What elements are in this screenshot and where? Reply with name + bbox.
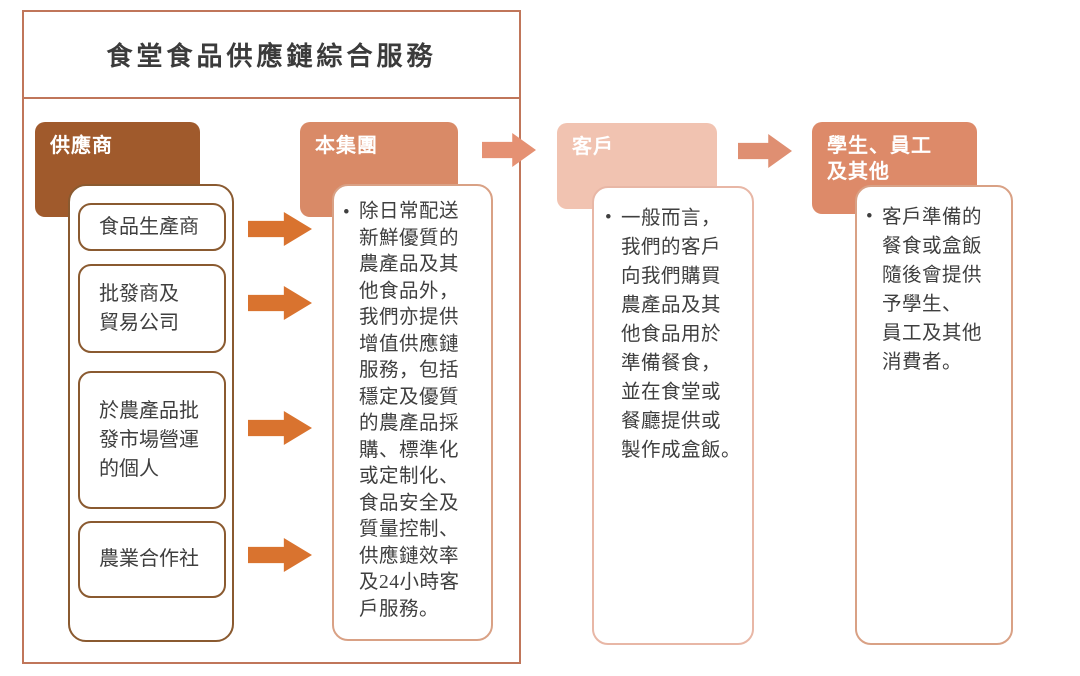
customers-content-box: • 一般而言， 我們的客戶 向我們購買 農產品及其 他食品用於 準備餐食， 並在… <box>592 186 754 645</box>
suppliers-group-box: 食品生產商 批發商及 貿易公司 於農產品批 發市場營運 的個人 農業合作社 <box>68 184 234 642</box>
supplier-item-market-individuals: 於農產品批 發市場營運 的個人 <box>78 371 226 509</box>
title-bar: 食堂食品供應鏈綜合服務 <box>24 12 519 99</box>
supplier-item-wholesalers: 批發商及 貿易公司 <box>78 264 226 353</box>
supplier-item-cooperatives: 農業合作社 <box>78 521 226 598</box>
bullet-icon: • <box>605 207 612 228</box>
flow-arrow-icon <box>738 134 792 168</box>
students-content-box: • 客戶準備的 餐食或盒飯 隨後會提供 予學生、 員工及其他 消費者。 <box>855 185 1013 645</box>
bullet-icon: • <box>866 206 873 227</box>
page-title: 食堂食品供應鏈綜合服務 <box>106 41 437 71</box>
customers-description: 一般而言， 我們的客戶 向我們購買 農產品及其 他食品用於 準備餐食， 並在食堂… <box>621 208 742 461</box>
bullet-icon: • <box>343 202 350 223</box>
supplier-item-food-producers: 食品生產商 <box>78 203 226 251</box>
group-description: 除日常配送 新鮮優質的 農產品及其 他食品外， 我們亦提供 增值供應鏈 服務，包… <box>359 201 460 620</box>
group-content-box: • 除日常配送 新鮮優質的 農產品及其 他食品外， 我們亦提供 增值供應鏈 服務… <box>332 184 493 641</box>
students-description: 客戶準備的 餐食或盒飯 隨後會提供 予學生、 員工及其他 消費者。 <box>882 207 983 373</box>
